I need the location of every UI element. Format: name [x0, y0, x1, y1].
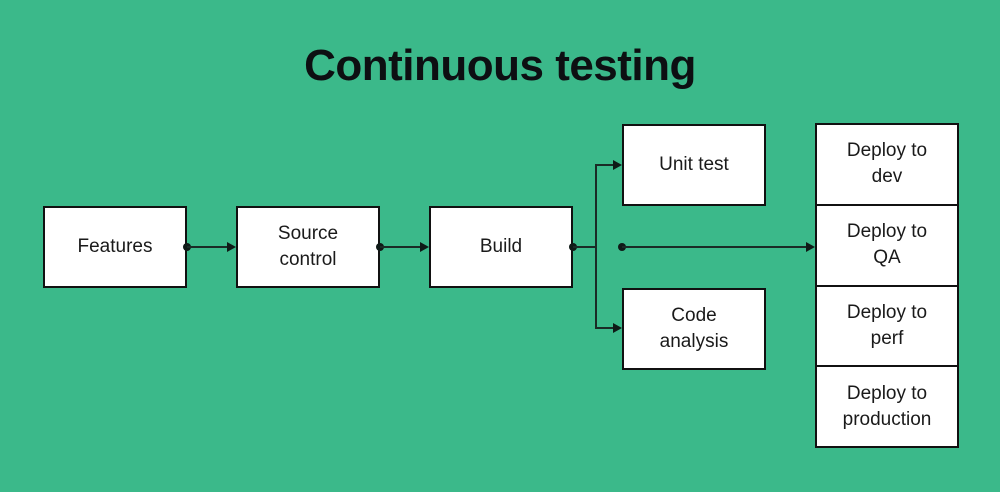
node-deploy-to-dev-label: Deploy to dev: [846, 140, 928, 188]
edge-build-unit-test-line: [595, 164, 619, 166]
node-source-control[interactable]: Source control: [236, 206, 380, 288]
node-features[interactable]: Features: [43, 206, 187, 288]
node-unit-test-label: Unit test: [659, 154, 729, 175]
node-deploy-to-perf[interactable]: Deploy to perf: [817, 287, 957, 368]
node-deploy-to-production[interactable]: Deploy to production: [817, 367, 957, 446]
page-title: Continuous testing: [304, 41, 696, 90]
node-source-control-label: Source control: [277, 223, 339, 270]
node-unit-test[interactable]: Unit test: [622, 124, 766, 206]
edge-build-branch-vertical: [595, 165, 597, 329]
node-features-label: Features: [77, 236, 153, 257]
edge-build-code-analysis-arrowhead: [613, 323, 622, 333]
edge-source-build-arrowhead: [420, 242, 429, 252]
node-code-analysis-label: Code analysis: [659, 305, 729, 352]
deploy-stack: Deploy to dev Deploy to QA Deploy to per…: [815, 123, 959, 448]
node-deploy-to-production-label: Deploy to production: [842, 382, 932, 430]
node-deploy-to-dev[interactable]: Deploy to dev: [817, 125, 957, 206]
edge-build-deploy-arrowhead: [806, 242, 815, 252]
edge-features-source-line: [187, 246, 229, 248]
node-build[interactable]: Build: [429, 206, 573, 288]
edge-build-deploy-line: [622, 246, 808, 248]
node-deploy-to-perf-label: Deploy to perf: [846, 301, 928, 349]
edge-build-unit-test-arrowhead: [613, 160, 622, 170]
edge-features-source-arrowhead: [227, 242, 236, 252]
edge-build-hub-stub: [573, 246, 597, 248]
node-deploy-to-qa-label: Deploy to QA: [846, 221, 928, 269]
node-code-analysis[interactable]: Code analysis: [622, 288, 766, 370]
edge-source-build-line: [380, 246, 422, 248]
node-build-label: Build: [479, 236, 523, 257]
node-deploy-to-qa[interactable]: Deploy to QA: [817, 206, 957, 287]
edge-build-code-analysis-line: [595, 327, 619, 329]
